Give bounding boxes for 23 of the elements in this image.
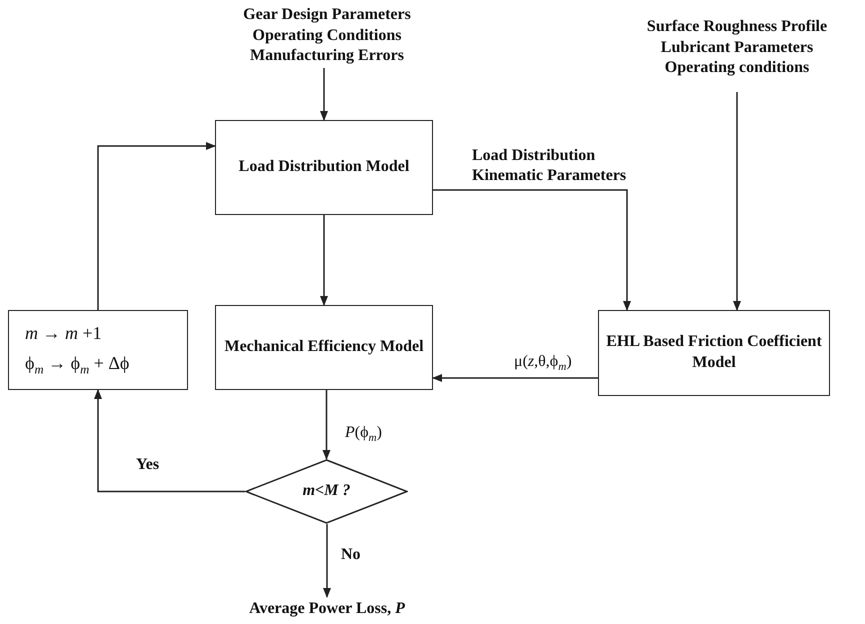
arrow — [94, 389, 245, 492]
node-label: Load Distribution Model — [238, 157, 410, 178]
arrow — [97, 142, 216, 310]
arrow — [322, 390, 330, 460]
process-box — [215, 305, 433, 390]
arrow — [320, 215, 328, 306]
process-box — [215, 120, 433, 215]
output-label: Average Power Loss, P — [249, 598, 405, 619]
node-label: ϕ$_{m}$ → ϕ$_{m}$ + Δϕ — [25, 352, 130, 378]
node-label: Mechanical Efficiency Model — [224, 337, 424, 358]
arrow — [432, 374, 598, 382]
node-label: EHL Based Friction Coefficient Model — [605, 332, 823, 373]
input-label: Gear Design Parameters Operating Conditions Manufacturing Errors — [242, 4, 412, 66]
input-label: Surface Roughness Profile Lubricant Parameters Operating conditions — [646, 16, 828, 78]
arrow — [320, 68, 328, 121]
node-label: m<M ? — [302, 481, 350, 502]
update-box — [8, 310, 188, 390]
process-box — [598, 310, 830, 396]
arrow — [733, 92, 741, 311]
arrow — [433, 189, 631, 311]
node-label: m → m +1 — [25, 322, 102, 346]
arrow — [323, 524, 331, 598]
decision-diamond — [245, 459, 408, 524]
